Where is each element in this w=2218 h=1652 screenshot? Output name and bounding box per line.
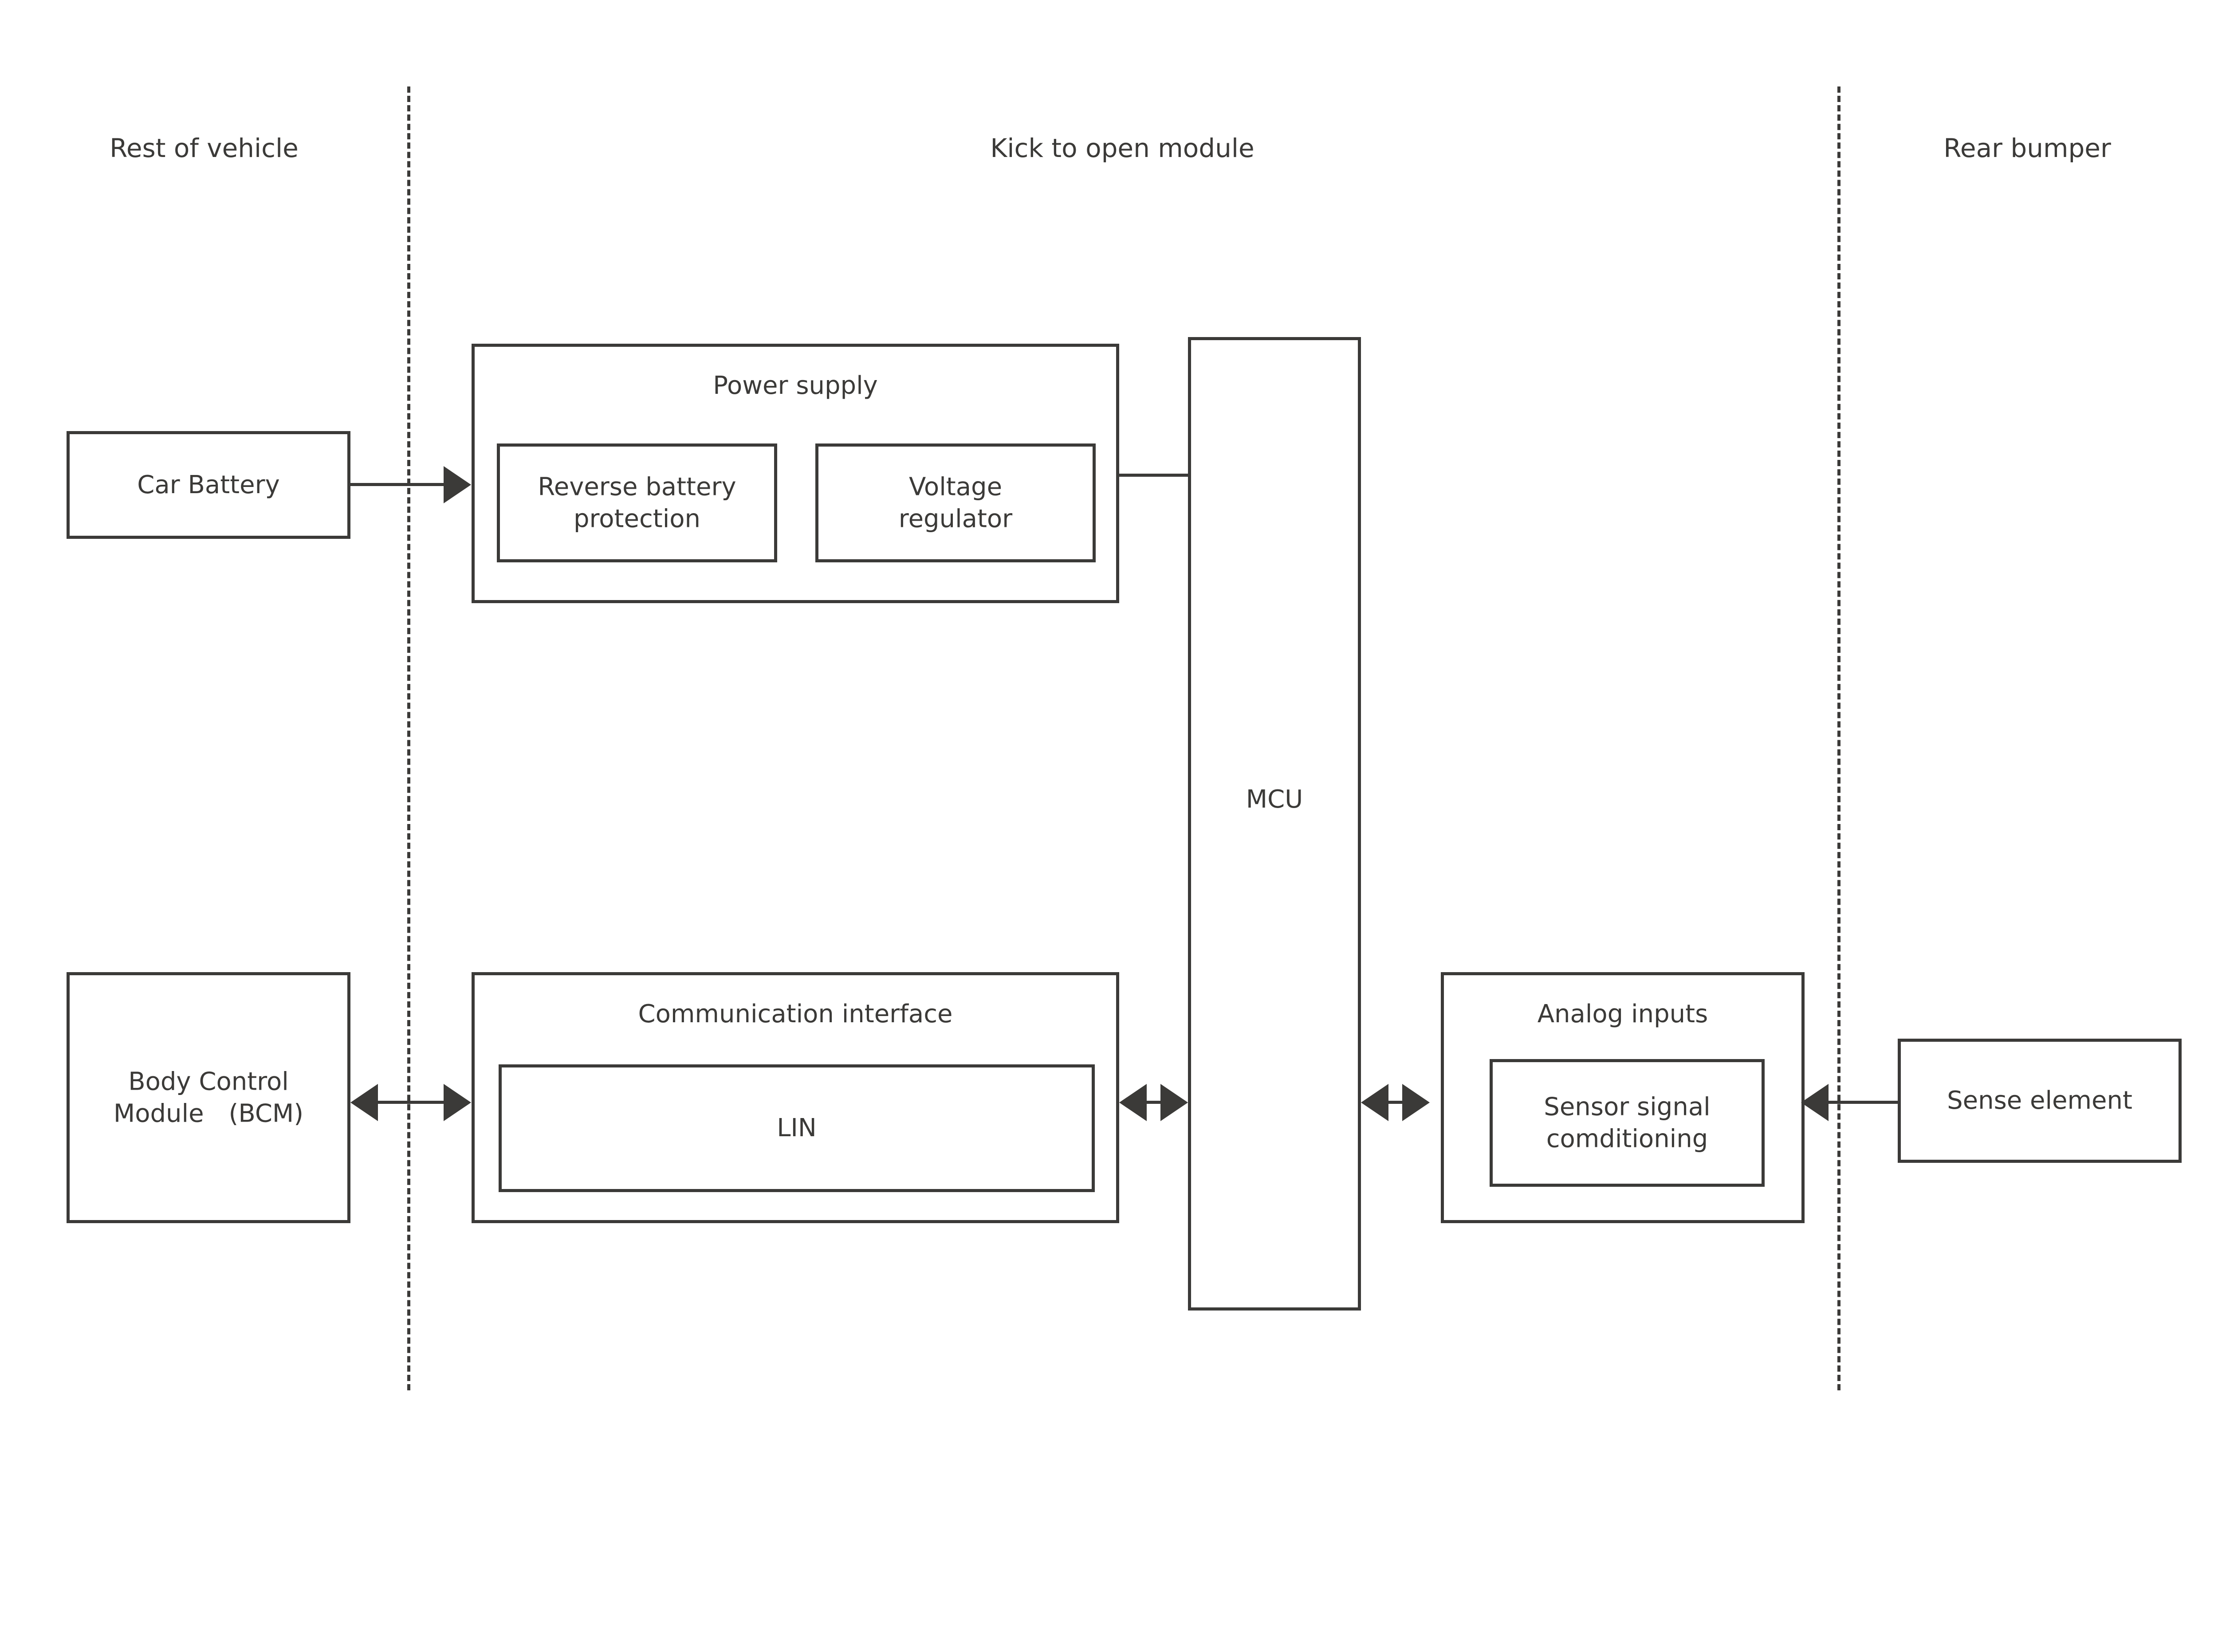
connector-sense-element-to-analog-inputs xyxy=(1828,1101,1899,1104)
zone-title-rest-of-vehicle: Rest of vehicle xyxy=(110,133,299,163)
block-body-control-module[interactable]: Body Control Module (BCM) xyxy=(67,972,350,1223)
arrowhead-sense-element-to-analog-inputs xyxy=(1801,1084,1829,1121)
arrowhead-comm-mcu-left xyxy=(1119,1084,1147,1121)
block-sense-element[interactable]: Sense element xyxy=(1898,1039,2182,1163)
block-reverse-battery-protection-label: Reverse battery protection xyxy=(538,472,736,533)
block-reverse-battery-protection[interactable]: Reverse battery protection xyxy=(497,443,777,562)
block-voltage-regulator-label: Voltage regulator xyxy=(898,472,1013,533)
arrowhead-mcu-analog-left xyxy=(1361,1084,1388,1121)
arrowhead-comm-mcu-right xyxy=(1160,1084,1188,1121)
block-voltage-regulator[interactable]: Voltage regulator xyxy=(815,443,1096,562)
connector-mcu-to-analog-inputs xyxy=(1370,1101,1423,1104)
block-sense-element-label: Sense element xyxy=(1947,1086,2132,1115)
block-communication-interface-label: Communication interface xyxy=(638,1000,953,1028)
connector-comm-interface-to-mcu xyxy=(1128,1101,1181,1104)
zone-title-rear-bumper: Rear bumper xyxy=(1943,133,2111,163)
connector-power-supply-to-mcu xyxy=(1117,474,1190,477)
divider-left xyxy=(407,86,410,1390)
block-car-battery[interactable]: Car Battery xyxy=(67,431,350,539)
block-lin-label: LIN xyxy=(777,1114,817,1143)
arrowhead-battery-to-power-supply xyxy=(444,466,471,503)
block-sensor-signal-conditioning[interactable]: Sensor signal comditioning xyxy=(1490,1059,1765,1187)
block-lin[interactable]: LIN xyxy=(499,1064,1095,1192)
arrowhead-bcm-right xyxy=(444,1084,471,1121)
block-mcu-label: MCU xyxy=(1246,785,1303,814)
connector-bcm-to-comm-interface xyxy=(359,1101,466,1104)
divider-right xyxy=(1837,86,1840,1390)
block-car-battery-label: Car Battery xyxy=(137,470,280,499)
block-analog-inputs-label: Analog inputs xyxy=(1537,1000,1708,1028)
block-mcu[interactable]: MCU xyxy=(1188,337,1361,1311)
block-power-supply-label: Power supply xyxy=(713,371,878,400)
connector-battery-to-power-supply xyxy=(350,483,453,486)
block-body-control-module-label: Body Control Module (BCM) xyxy=(113,1067,304,1128)
arrowhead-bcm-left xyxy=(350,1084,378,1121)
zone-title-kick-to-open-module: Kick to open module xyxy=(990,133,1255,163)
block-sensor-signal-conditioning-label: Sensor signal comditioning xyxy=(1544,1092,1711,1153)
arrowhead-mcu-analog-right xyxy=(1402,1084,1430,1121)
